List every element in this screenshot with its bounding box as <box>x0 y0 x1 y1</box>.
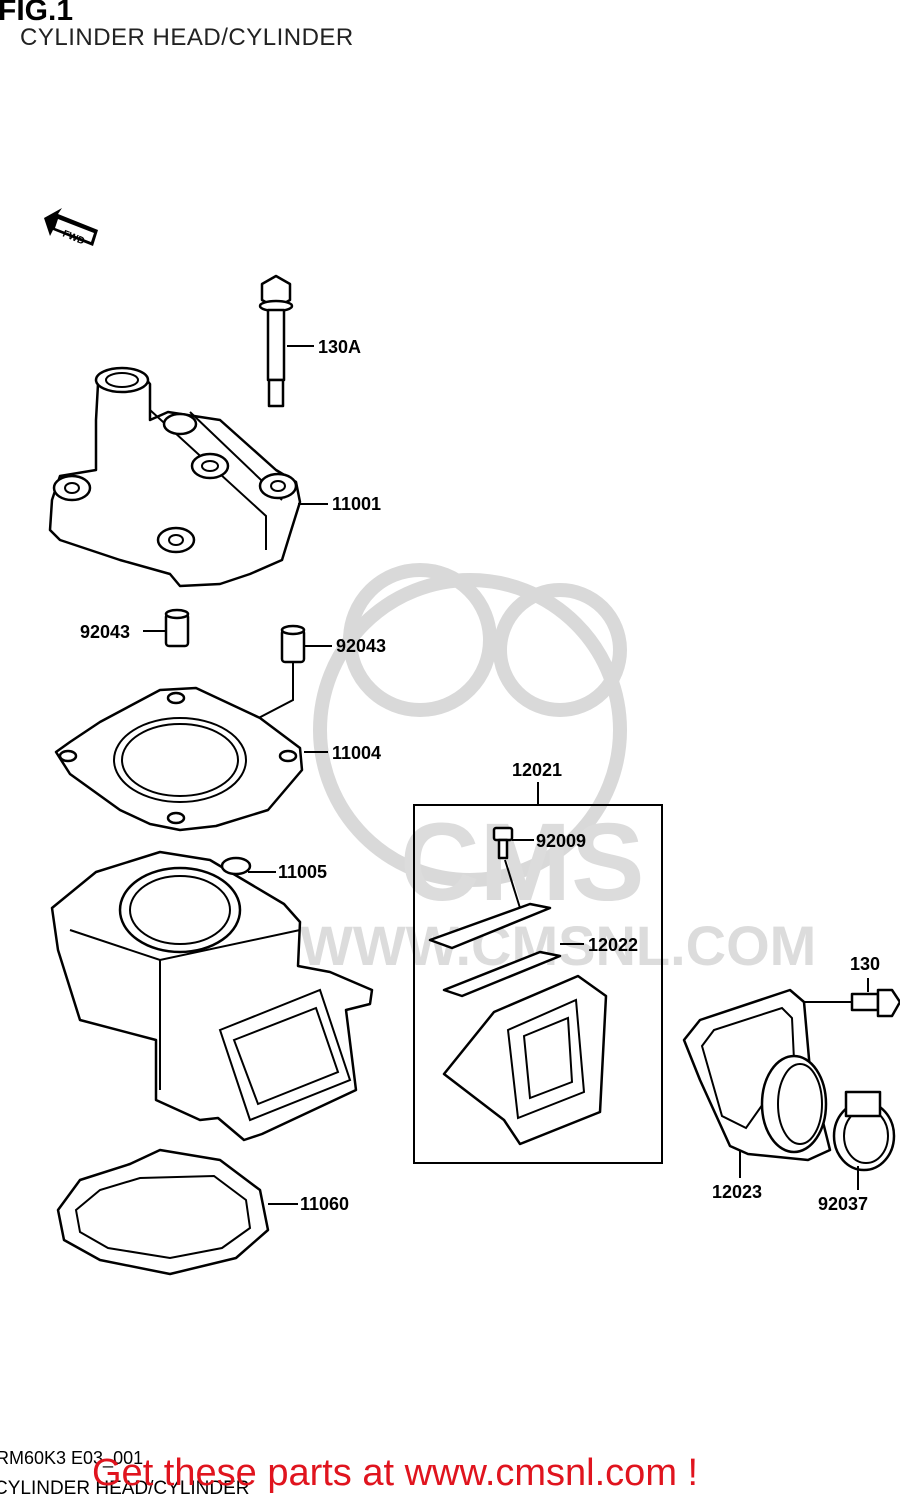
label-reed-plate: 12022 <box>588 935 638 955</box>
watermark-logo-text: CMS <box>400 801 644 924</box>
label-cylinder: 11005 <box>278 862 327 882</box>
diagram-footer-title: CYLINDER HEAD/CYLINDER <box>0 1478 250 1499</box>
watermark-url-text: WWW.CMSNL.COM <box>300 914 816 977</box>
label-base-gasket: 11060 <box>300 1194 349 1214</box>
cms-watermark: CMS WWW.CMSNL.COM <box>300 563 816 977</box>
label-reed-screw: 92009 <box>536 831 586 851</box>
base-gasket <box>56 1148 298 1276</box>
cylinder-head <box>48 366 328 588</box>
intake-manifold <box>682 988 832 1178</box>
hose-clamp <box>832 1090 896 1190</box>
dowel-pin-left <box>143 608 190 648</box>
label-cylinder-head: 11001 <box>332 494 381 514</box>
label-head-bolt: 130A <box>318 337 361 357</box>
head-bolt <box>258 274 314 408</box>
figure-title: FIG.1 <box>0 0 74 27</box>
manifold-bolt <box>800 978 900 1018</box>
label-manifold-bolt: 130 <box>850 954 880 974</box>
label-head-gasket: 11004 <box>332 743 381 763</box>
forward-arrow-icon: FWD <box>44 208 98 247</box>
label-dowel-pin-right: 92043 <box>336 636 386 656</box>
diagram-code: RM60K3 E03_001 <box>0 1448 144 1468</box>
figure-subtitle: CYLINDER HEAD/CYLINDER <box>20 24 354 51</box>
label-intake-manifold: 12023 <box>712 1182 762 1202</box>
label-hose-clamp: 92037 <box>818 1194 868 1214</box>
label-dowel-pin-left: 92043 <box>80 622 130 642</box>
label-reed-valve-assembly: 12021 <box>512 760 562 780</box>
head-gasket <box>54 686 328 832</box>
reed-valve-assembly <box>413 782 663 1164</box>
cylinder <box>50 850 374 1142</box>
buy-parts-link[interactable]: Get these parts at www.cmsnl.com ! <box>92 1452 699 1494</box>
